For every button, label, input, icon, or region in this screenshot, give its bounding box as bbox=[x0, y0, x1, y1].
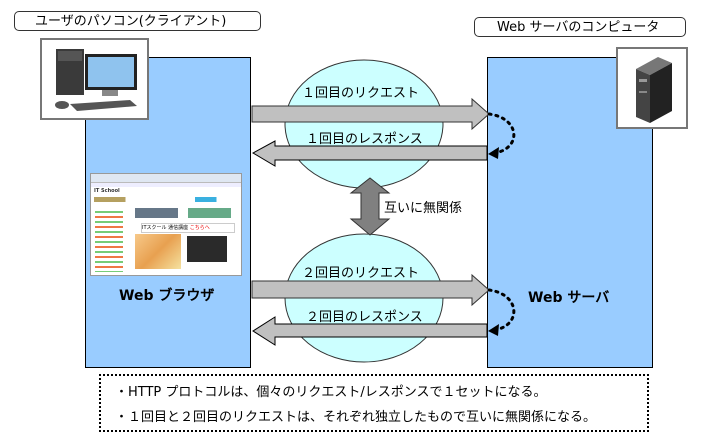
client-app-label: Web ブラウザ bbox=[119, 288, 215, 304]
site-course-bar: ITスクール 通信講座 こちらへ bbox=[141, 223, 235, 233]
site-banner bbox=[135, 208, 231, 218]
request-arrow-2 bbox=[251, 273, 490, 307]
server-tower-icon bbox=[636, 57, 672, 123]
browser-bookmarks-bar bbox=[91, 183, 241, 187]
server-icon-frame bbox=[616, 47, 688, 129]
client-icon-frame bbox=[40, 38, 149, 120]
response-label-1: １回目のレスポンス bbox=[306, 132, 423, 147]
client-title: ユーザのパソコン(クライアント) bbox=[35, 14, 227, 29]
exchange-bubble-1 bbox=[284, 59, 444, 189]
request-label-1: １回目のリクエスト bbox=[302, 86, 420, 101]
desktop-pc-icon bbox=[55, 49, 137, 111]
response-arrow-2 bbox=[252, 316, 488, 346]
relation-double-arrow bbox=[349, 177, 391, 236]
site-hero-image bbox=[135, 234, 181, 269]
browser-toolbar bbox=[91, 174, 241, 183]
request-arrow-1 bbox=[251, 97, 490, 131]
server-title: Web サーバのコンピュータ bbox=[497, 20, 660, 35]
server-title-box: Web サーバのコンピュータ bbox=[474, 17, 686, 37]
request-label-2: ２回目のリクエスト bbox=[302, 266, 420, 281]
response-arrow-1 bbox=[251, 140, 488, 167]
server-processing-loop-1 bbox=[487, 112, 516, 155]
relation-label: 互いに無関係 bbox=[384, 201, 463, 216]
loop-arrowhead-1 bbox=[488, 147, 499, 159]
site-logo: IT School bbox=[94, 188, 120, 194]
site-video bbox=[187, 236, 227, 262]
note-line-2: ・１回目と２回目のリクエストは、それぞれ独立したもので互いに無関係になる。 bbox=[115, 410, 597, 425]
site-sidebar bbox=[95, 208, 123, 272]
loop-arrowhead-2 bbox=[488, 324, 499, 336]
site-course-text: ITスクール 通信講座 bbox=[142, 225, 189, 231]
notes-box: ・HTTP プロトコルは、個々のリクエスト/レスポンスで１セットになる。 ・１回… bbox=[99, 374, 649, 432]
site-link-text: こちらへ bbox=[189, 225, 210, 231]
client-title-box: ユーザのパソコン(クライアント) bbox=[14, 11, 261, 31]
server-app-label: Web サーバ bbox=[528, 290, 610, 306]
note-line-1: ・HTTP プロトコルは、個々のリクエスト/レスポンスで１セットになる。 bbox=[115, 385, 547, 400]
server-processing-loop-2 bbox=[487, 288, 516, 332]
browser-screenshot: IT School ITスクール 通信講座 こちらへ bbox=[90, 173, 242, 276]
site-nav bbox=[94, 197, 238, 202]
response-label-2: ２回目のレスポンス bbox=[306, 310, 423, 325]
